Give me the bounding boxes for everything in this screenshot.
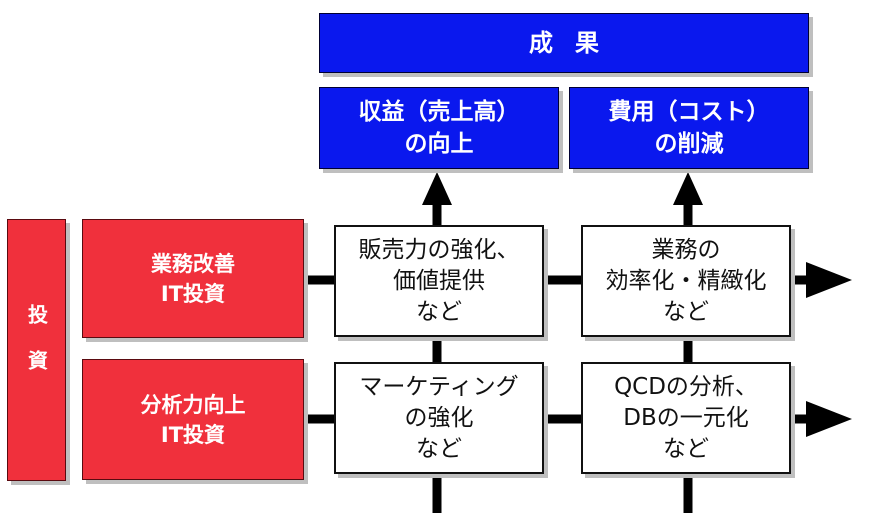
arrow-up-revenue-icon <box>422 172 452 205</box>
arrow-right-row2-icon <box>806 401 852 437</box>
arrow-right-row1-icon <box>806 262 852 298</box>
outcome-revenue-box: 収益（売上高） の向上 <box>319 87 559 169</box>
arrow-up-cost-icon <box>673 172 703 205</box>
result-box: 成果 <box>319 13 809 73</box>
category-analytics-it-box: 分析力向上 IT投資 <box>82 359 304 480</box>
effect-marketing-box: マーケティング の強化 など <box>334 362 544 474</box>
category-operations-it-box: 業務改善 IT投資 <box>82 219 304 338</box>
effect-qcd-box: QCDの分析、 DBの一元化 など <box>581 362 791 474</box>
effect-sales-box: 販売力の強化、 価値提供 など <box>334 225 544 337</box>
effect-efficiency-box: 業務の 効率化・精緻化 など <box>581 225 791 337</box>
investment-box: 投資 <box>7 219 66 481</box>
outcome-cost-box: 費用（コスト） の削減 <box>569 87 809 169</box>
